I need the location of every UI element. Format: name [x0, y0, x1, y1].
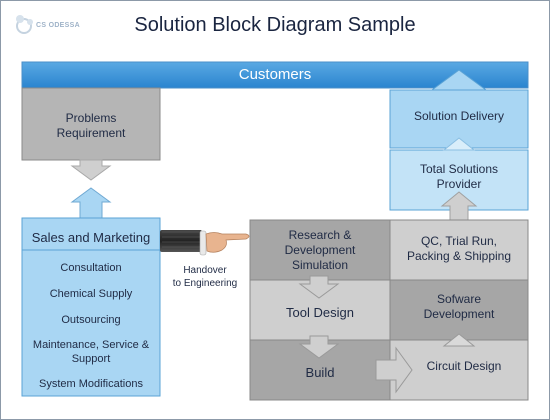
circuit-box [389, 339, 529, 401]
problems-label: Problems Requirement [56, 111, 126, 140]
logo-text: CS ODESSA [36, 22, 80, 29]
sales-box [21, 217, 161, 397]
circuit-up-arrow [442, 333, 476, 347]
tool-design-label: Tool Design [286, 304, 354, 320]
qc-label: QC, Trial Run, Packing & Shipping [406, 234, 512, 263]
customers-label: Customers [238, 66, 312, 83]
research-box [249, 219, 391, 281]
problems-down-arrow [70, 159, 112, 181]
qc-box [389, 219, 529, 281]
problems-box [21, 87, 161, 161]
pointing-hand-icon [160, 230, 250, 256]
sales-item-maintenance: Maintenance, Service & Support [32, 339, 150, 365]
software-box [389, 279, 529, 341]
sales-item-outsourcing: Outsourcing [61, 313, 121, 326]
research-label: Research & Development Simulation [284, 227, 356, 272]
sales-item-consultation: Consultation [60, 261, 122, 274]
logo-mark [16, 15, 33, 34]
software-label: Sofware Development [423, 292, 495, 321]
research-down-arrow [298, 275, 340, 299]
solution-delivery-label: Solution Delivery [413, 108, 505, 123]
handover-label: Handover to Engineering [172, 265, 238, 289]
total-solutions-label: Total Solutions Provider [419, 162, 499, 191]
diagram-title: Solution Block Diagram Sample [134, 14, 416, 36]
circuit-label: Circuit Design [426, 358, 502, 373]
tool-down-arrow [298, 335, 340, 359]
build-label: Build [305, 364, 335, 380]
total-to-delivery-arrow [442, 137, 476, 151]
sales-heading: Sales and Marketing [31, 229, 151, 245]
sales-item-system-modifications: System Modifications [39, 377, 143, 390]
build-right-arrow [375, 346, 413, 394]
sales-item-chemical-supply: Chemical Supply [49, 287, 133, 300]
